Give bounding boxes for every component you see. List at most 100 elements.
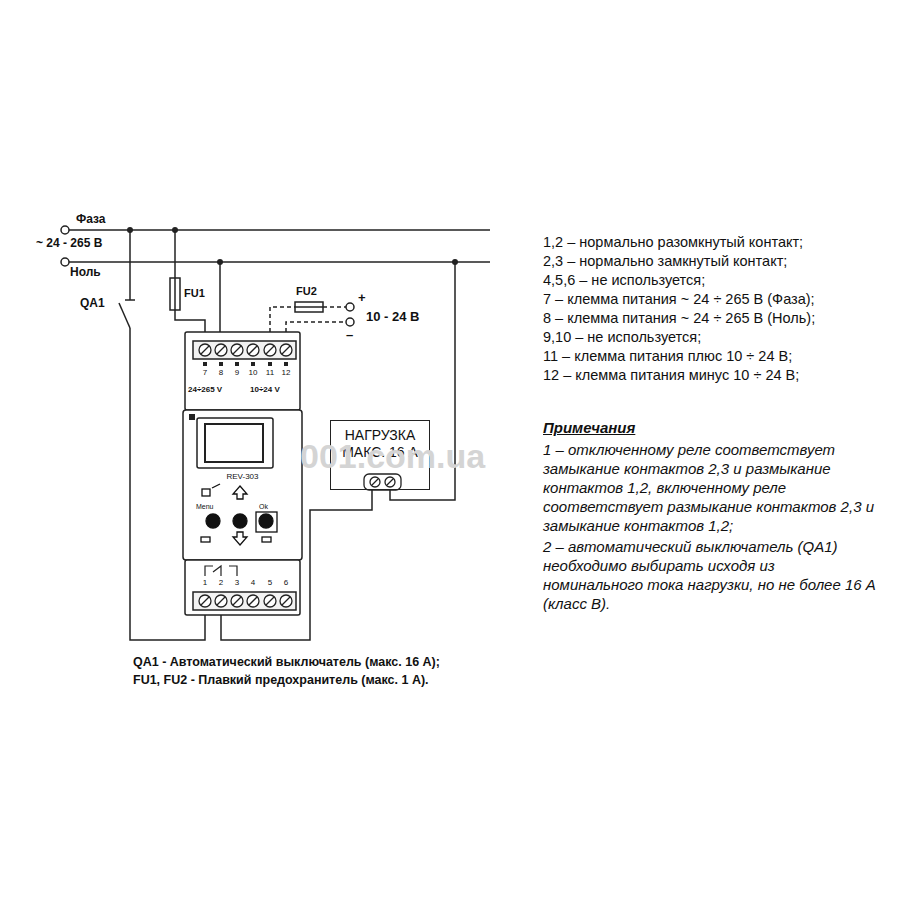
terminal-screw (217, 597, 225, 605)
relay-housing (185, 560, 300, 615)
fuse-symbol (174, 278, 176, 310)
terminal-screw (199, 595, 211, 607)
terminal-screw (201, 346, 209, 354)
terminal-marker (219, 362, 223, 366)
terminal-screw (199, 344, 211, 356)
terminal-screw (199, 344, 292, 356)
terminal-circle (346, 303, 354, 311)
note-text: 2 – автоматический выключатель (QA1) нео… (543, 537, 878, 613)
terminal-screw (280, 595, 292, 607)
terminal-screw (247, 595, 259, 607)
terminal-description: 4,5,6 – не используется; (543, 271, 705, 290)
pin-number: 9 (235, 368, 239, 378)
breaker-symbol (119, 300, 135, 328)
terminal-screw (280, 344, 292, 356)
terminal-screw (231, 595, 243, 607)
breaker-symbol (119, 303, 130, 328)
dashed-wire (270, 307, 346, 332)
terminal-screw (215, 344, 227, 356)
voltage-label: ~ 24 - 265 В (36, 236, 102, 250)
breaker-symbol (125, 299, 135, 301)
pin-number: 11 (266, 368, 274, 378)
terminal-marker (203, 362, 207, 366)
dashed-wire (270, 307, 295, 332)
pin-number: 2 (219, 578, 223, 588)
pin-number: 4 (251, 578, 255, 588)
button (201, 484, 277, 545)
load-terminal (387, 479, 393, 485)
terminal-screw (249, 597, 257, 605)
terminal-screw (264, 595, 276, 607)
supply-rating: 10÷24 V (250, 385, 280, 395)
relay-contact-symbol (229, 566, 237, 576)
neutral-label: Ноль (70, 265, 101, 279)
fuse-symbol (295, 306, 323, 308)
terminal-screw (201, 597, 209, 605)
terminal-screw (215, 344, 227, 356)
button (206, 514, 220, 528)
terminal-description: 2,3 – нормально замкнутый контакт; (543, 252, 787, 271)
dashed-wire (286, 322, 346, 332)
terminal-screw (231, 344, 243, 356)
legend-note: QA1 - Автоматический выключатель (макс. … (133, 655, 440, 670)
pin-number: 12 (282, 368, 291, 378)
terminal-circle (61, 258, 69, 266)
terminal-description: 1,2 – нормально разомкнутый контакт; (543, 233, 803, 252)
relay-housing (185, 332, 300, 410)
breaker-label: QA1 (80, 296, 105, 310)
terminal-description: 11 – клемма питания плюс 10 ÷ 24 В; (543, 347, 792, 366)
voltage-label: 10 - 24 В (366, 309, 419, 325)
terminal-screw (247, 595, 259, 607)
pin-number: 7 (203, 368, 207, 378)
terminal-screw (282, 597, 290, 605)
terminal-screw (199, 344, 211, 356)
polarity-sign: + (358, 290, 366, 306)
pin-number: 8 (219, 368, 223, 378)
pin-number: 5 (268, 578, 272, 588)
device-model: REV-303 (185, 472, 300, 482)
button (233, 532, 247, 545)
pin-number: 3 (235, 578, 239, 588)
legend-note: FU1, FU2 - Плавкий предохранитель (макс.… (133, 673, 429, 688)
display (189, 414, 195, 420)
fuse-label: FU1 (184, 287, 205, 300)
button (262, 537, 271, 542)
dashed-wire (323, 306, 346, 308)
note-text: 1 – отключенному реле соответствует замы… (543, 440, 878, 535)
terminal-screw (264, 344, 276, 356)
terminal-screw (247, 344, 259, 356)
load-terminal (385, 477, 395, 487)
terminal-screw (215, 595, 227, 607)
fuse-label: FU2 (296, 285, 317, 298)
wire (130, 230, 455, 640)
terminal-screw (266, 346, 274, 354)
terminal-screw (247, 344, 259, 356)
terminal-screw (282, 346, 290, 354)
load-terminal (372, 479, 378, 485)
terminal-screw (280, 344, 292, 356)
terminal-screw (280, 595, 292, 607)
terminal-marker (268, 362, 272, 366)
junction-dot (127, 227, 458, 265)
terminal-marker (203, 362, 288, 366)
terminal-screw (199, 595, 211, 607)
notes-heading: Примечания (543, 419, 635, 437)
terminal-screw (199, 595, 292, 607)
terminal-marker (235, 362, 239, 366)
terminal-screw (266, 597, 274, 605)
relay-housing (183, 332, 302, 615)
load-terminal (364, 474, 401, 490)
supply-line (69, 261, 490, 263)
phase-label: Фаза (76, 212, 106, 226)
terminal-description: 9,10 – не используется; (543, 328, 701, 347)
terminal-screw (231, 595, 243, 607)
watermark: 001.com.ua (300, 436, 485, 477)
relay-housing (183, 410, 302, 560)
terminal-screw (233, 597, 241, 605)
terminal-screw (215, 595, 227, 607)
button (259, 514, 273, 528)
button-label: Ok (259, 503, 268, 511)
display (189, 414, 273, 468)
display (197, 418, 273, 468)
